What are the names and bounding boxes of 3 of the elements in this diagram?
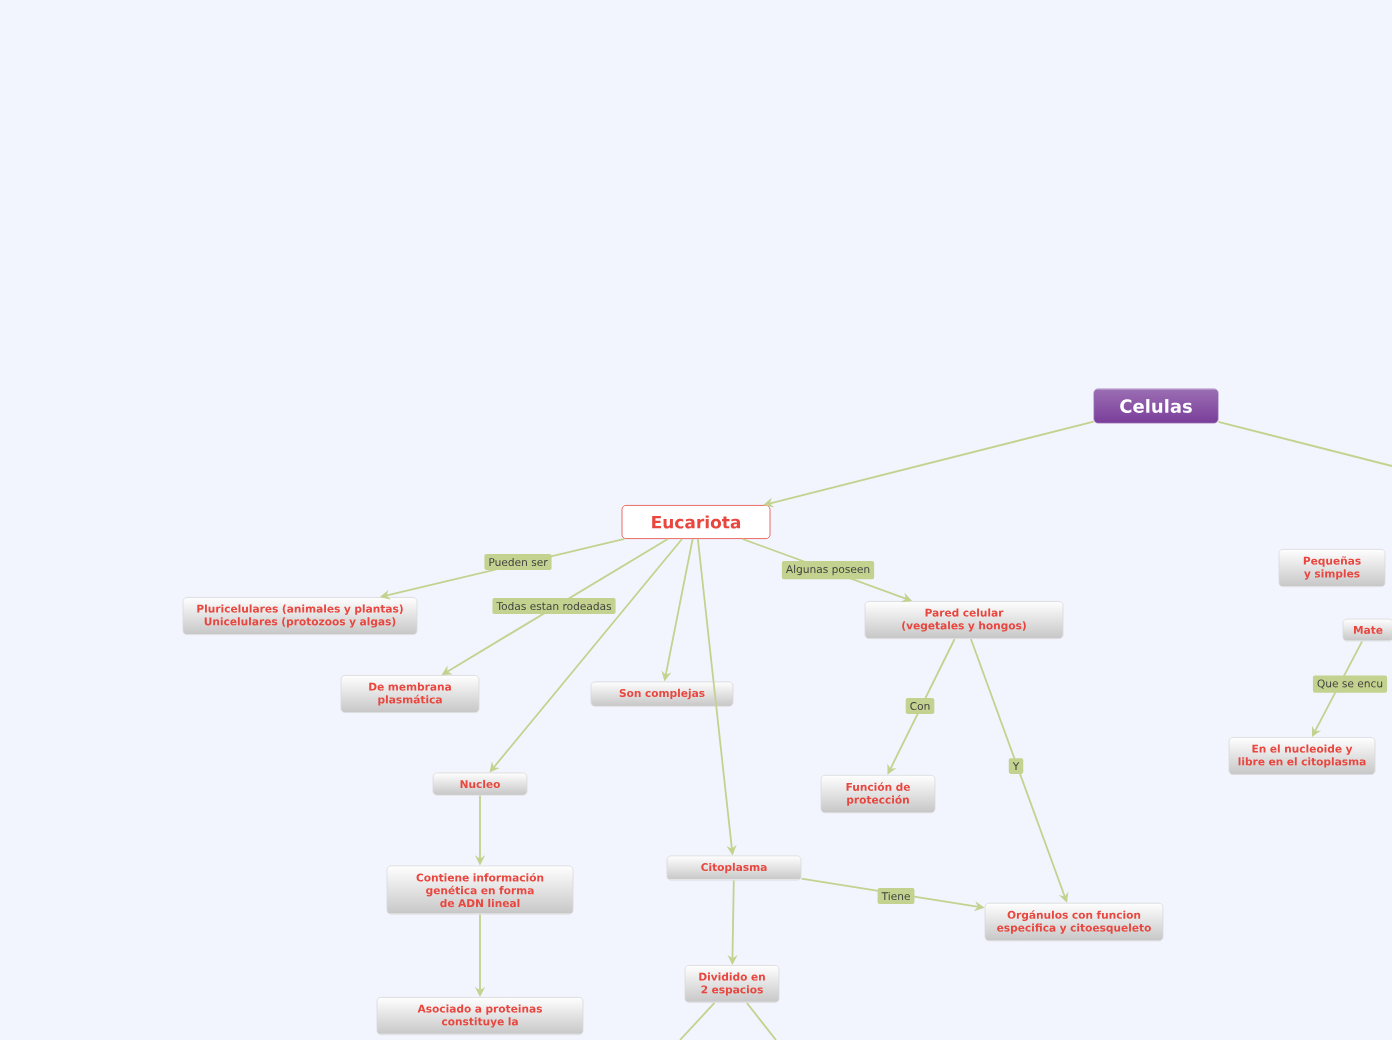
main-topic-box: Celulas — [1093, 388, 1219, 424]
topic-box: Eucariota — [621, 505, 771, 539]
connector-arrow — [887, 638, 956, 775]
